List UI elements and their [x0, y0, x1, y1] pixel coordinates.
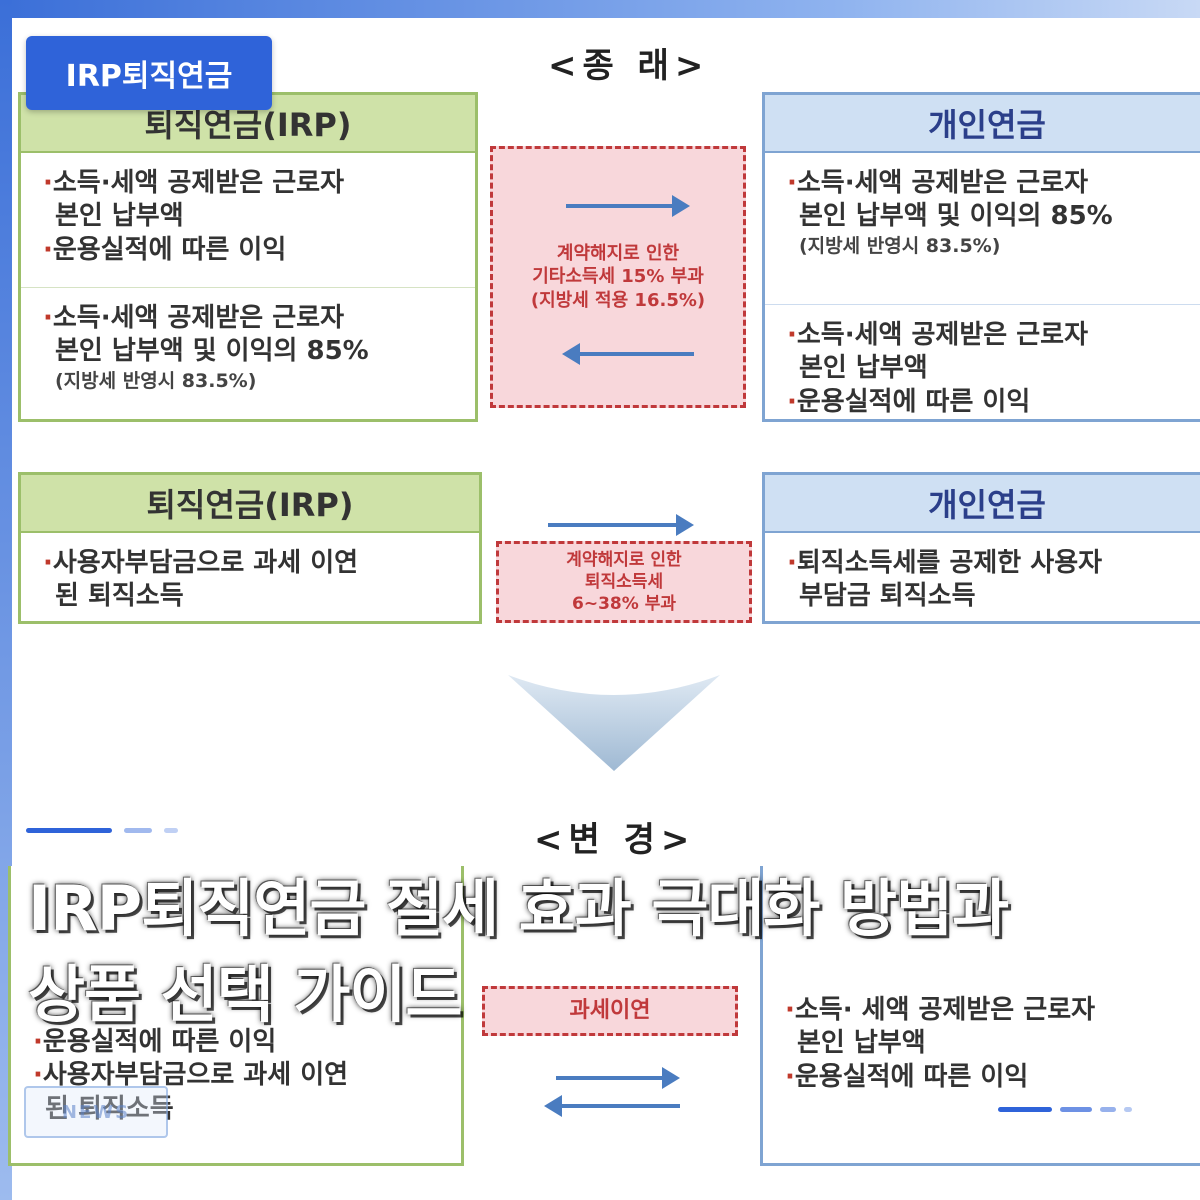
irp-box-before: 퇴직연금(IRP) ·소득·세액 공제받은 근로자 본인 납부액 ·운용실적에 …: [18, 92, 478, 422]
list-item: ·퇴직소득세를 공제한 사용자: [787, 548, 1103, 578]
arrow-right: [556, 1067, 680, 1089]
list-item: ·사용자부담금으로 과세 이연: [43, 548, 359, 578]
list-item: ·사용자부담금으로 과세 이연: [33, 1060, 349, 1091]
after-heading: <변 경>: [534, 820, 696, 860]
progress-dots-right: [998, 1107, 1132, 1112]
retirement-tax-box: 계약해지로 인한 퇴직소득세 6~38% 부과: [496, 541, 752, 623]
box-section: ·소득·세액 공제받은 근로자 본인 납부액 ·운용실적에 따른 이익: [765, 305, 1200, 429]
category-tag[interactable]: IRP퇴직연금: [26, 36, 272, 110]
list-item: ·소득·세액 공제받은 근로자: [43, 303, 344, 333]
arrow-left: [544, 1095, 680, 1117]
before-heading: <종 래>: [548, 46, 710, 86]
arrow-left: [562, 343, 694, 365]
irp-box-row2: 퇴직연금(IRP) ·사용자부담금으로 과세 이연 된 퇴직소득: [18, 472, 482, 624]
list-item: ·소득·세액 공제받은 근로자: [43, 168, 344, 198]
box-title: 개인연금: [765, 475, 1200, 533]
list-item: ·소득·세액 공제받은 근로자: [787, 320, 1088, 350]
tax-notice-line: 퇴직소득세: [584, 571, 664, 592]
list-item-cont: 부담금 퇴직소득: [799, 581, 976, 612]
personal-pension-box-after: ·소득· 세액 공제받은 근로자 본인 납부액 ·운용실적에 따른 이익: [760, 866, 1200, 1166]
tax-deferral-box: 과세이연: [482, 986, 738, 1036]
box-section: ·사용자부담금으로 과세 이연 된 퇴직소득: [21, 533, 479, 624]
list-item: ·운용실적에 따른 이익: [785, 1061, 1029, 1092]
irp-box-after: ·운용실적에 따른 이익 ·사용자부담금으로 과세 이연 된 퇴직소득: [8, 866, 464, 1166]
box-section: ·운용실적에 따른 이익 ·사용자부담금으로 과세 이연 된 퇴직소득: [11, 866, 461, 1136]
note-text: (지방세 반영시 83.5%): [799, 234, 1001, 257]
list-item: ·운용실적에 따른 이익: [787, 386, 1031, 417]
note-text: (지방세 반영시 83.5%): [55, 369, 257, 392]
personal-pension-box-before: 개인연금 ·소득·세액 공제받은 근로자 본인 납부액 및 이익의 85% (지…: [762, 92, 1200, 422]
tax-notice-line: 계약해지로 인한: [566, 549, 682, 570]
list-item-cont: 된 퇴직소득: [45, 1093, 174, 1124]
list-item: ·소득· 세액 공제받은 근로자: [785, 995, 1096, 1025]
list-item-cont: 본인 납부액 및 이익의 85%: [55, 336, 369, 367]
category-tag-label: IRP퇴직연금: [65, 59, 233, 94]
box-section: ·소득·세액 공제받은 근로자 본인 납부액 및 이익의 85% (지방세 반영…: [765, 153, 1200, 305]
list-item: ·소득·세액 공제받은 근로자: [787, 168, 1088, 198]
tax-notice-line: 6~38% 부과: [572, 594, 676, 615]
list-item-cont: 본인 납부액: [797, 1028, 926, 1059]
article-title-line1: IRP퇴직연금 절세 효과 극대화 방법과: [28, 872, 1009, 945]
box-title: 개인연금: [765, 95, 1200, 153]
box-section: ·소득· 세액 공제받은 근로자 본인 납부액 ·운용실적에 따른 이익: [763, 866, 1200, 1104]
tax-notice-line: 기타소득세 15% 부과: [532, 266, 704, 288]
tax-notice-box: 계약해지로 인한 기타소득세 15% 부과 (지방세 적용 16.5%): [490, 146, 746, 408]
news-watermark: NEWS: [24, 1086, 168, 1138]
list-item-cont: 본인 납부액: [799, 353, 928, 384]
arrow-right: [548, 514, 694, 536]
down-arrow-icon: [508, 675, 720, 771]
progress-dots-left: [26, 828, 178, 833]
tax-deferral-label: 과세이연: [569, 997, 651, 1023]
list-item-cont: 본인 납부액: [55, 201, 184, 232]
article-title-line2: 상품 선택 가이드: [28, 958, 462, 1031]
tax-notice-line: (지방세 적용 16.5%): [530, 289, 706, 311]
box-section: ·소득·세액 공제받은 근로자 본인 납부액 및 이익의 85% (지방세 반영…: [21, 288, 475, 403]
personal-pension-box-row2: 개인연금 ·퇴직소득세를 공제한 사용자 부담금 퇴직소득: [762, 472, 1200, 624]
top-gradient-bar: [0, 0, 1200, 18]
list-item-cont: 본인 납부액 및 이익의 85%: [799, 201, 1113, 232]
article-title: IRP퇴직연금 절세 효과 극대화 방법과 상품 선택 가이드: [28, 866, 1178, 1038]
box-section: ·퇴직소득세를 공제한 사용자 부담금 퇴직소득: [765, 533, 1200, 624]
tax-notice-line: 계약해지로 인한: [556, 242, 680, 264]
list-item: ·운용실적에 따른 이익: [33, 1027, 277, 1057]
list-item-cont: 된 퇴직소득: [55, 581, 184, 612]
box-title: 퇴직연금(IRP): [21, 475, 479, 533]
watermark-text: NEWS: [61, 1101, 131, 1123]
list-item: ·운용실적에 따른 이익: [43, 234, 287, 265]
box-section: ·소득·세액 공제받은 근로자 본인 납부액 ·운용실적에 따른 이익: [21, 153, 475, 288]
arrow-right-overlay: [566, 195, 690, 217]
